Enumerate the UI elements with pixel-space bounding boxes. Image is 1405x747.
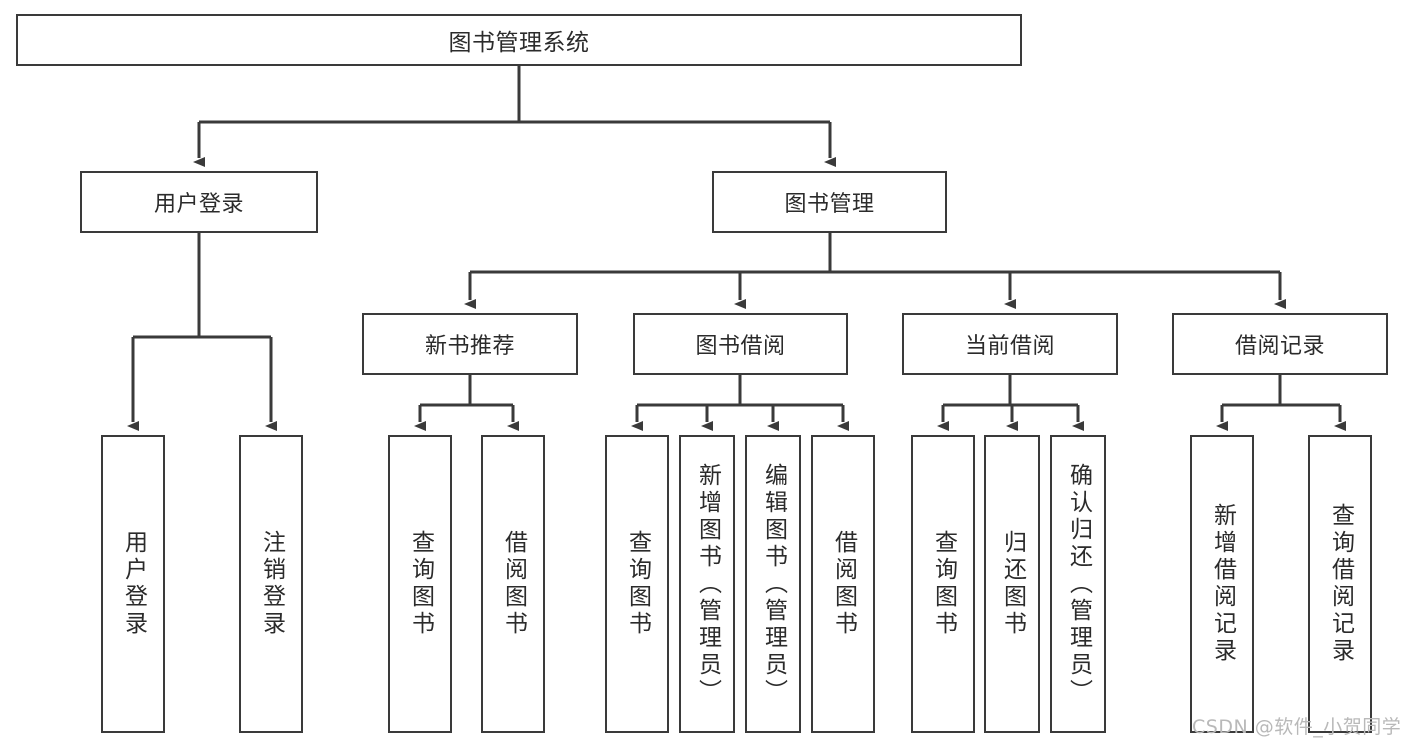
node-book-borrow[interactable]: 图书借阅 bbox=[633, 313, 848, 375]
node-root-label: 图书管理系统 bbox=[448, 30, 590, 56]
node-book-borrow-label: 图书借阅 bbox=[695, 334, 786, 359]
node-leaf-add-record[interactable]: 新增借阅记录 bbox=[1190, 435, 1254, 733]
node-user-login[interactable]: 用户登录 bbox=[80, 171, 318, 233]
node-leaf-add-record-label: 新增借阅记录 bbox=[1209, 503, 1236, 665]
node-leaf-query-book-borrow[interactable]: 查询图书 bbox=[605, 435, 669, 733]
node-leaf-query-book-cur[interactable]: 查询图书 bbox=[911, 435, 975, 733]
node-current-borrow[interactable]: 当前借阅 bbox=[902, 313, 1118, 375]
node-leaf-borrow-book-label: 借阅图书 bbox=[830, 530, 857, 638]
node-leaf-user-login-label: 用户登录 bbox=[120, 530, 147, 638]
node-leaf-borrow-book-rec[interactable]: 借阅图书 bbox=[481, 435, 545, 733]
csdn-watermark: CSDN @软件_小贺同学 bbox=[1192, 716, 1402, 738]
node-leaf-user-logout-label: 注销登录 bbox=[258, 530, 285, 638]
node-borrow-record-label: 借阅记录 bbox=[1234, 334, 1325, 359]
node-current-borrow-label: 当前借阅 bbox=[964, 334, 1055, 359]
node-root[interactable]: 图书管理系统 bbox=[16, 14, 1022, 66]
node-leaf-edit-book-label: 编辑图书（管理员） bbox=[760, 462, 787, 706]
node-leaf-return-book[interactable]: 归还图书 bbox=[984, 435, 1040, 733]
node-leaf-confirm-return[interactable]: 确认归还（管理员） bbox=[1050, 435, 1106, 733]
node-new-book-rec-label: 新书推荐 bbox=[424, 334, 515, 359]
node-leaf-return-book-label: 归还图书 bbox=[999, 530, 1026, 638]
node-leaf-query-book-borrow-label: 查询图书 bbox=[624, 530, 651, 638]
node-leaf-edit-book[interactable]: 编辑图书（管理员） bbox=[745, 435, 801, 733]
node-leaf-query-book-rec[interactable]: 查询图书 bbox=[388, 435, 452, 733]
node-leaf-query-record-label: 查询借阅记录 bbox=[1327, 503, 1354, 665]
node-leaf-query-book-rec-label: 查询图书 bbox=[407, 530, 434, 638]
node-leaf-user-login[interactable]: 用户登录 bbox=[101, 435, 165, 733]
node-new-book-rec[interactable]: 新书推荐 bbox=[362, 313, 578, 375]
node-leaf-confirm-return-label: 确认归还（管理员） bbox=[1065, 462, 1092, 706]
node-leaf-borrow-book-rec-label: 借阅图书 bbox=[500, 530, 527, 638]
node-leaf-query-book-cur-label: 查询图书 bbox=[930, 530, 957, 638]
node-leaf-add-book[interactable]: 新增图书（管理员） bbox=[679, 435, 735, 733]
node-leaf-query-record[interactable]: 查询借阅记录 bbox=[1308, 435, 1372, 733]
node-leaf-user-logout[interactable]: 注销登录 bbox=[239, 435, 303, 733]
node-leaf-borrow-book[interactable]: 借阅图书 bbox=[811, 435, 875, 733]
node-book-manage-label: 图书管理 bbox=[784, 192, 875, 217]
node-book-manage[interactable]: 图书管理 bbox=[712, 171, 947, 233]
node-user-login-label: 用户登录 bbox=[153, 192, 244, 217]
node-leaf-add-book-label: 新增图书（管理员） bbox=[694, 462, 721, 706]
node-borrow-record[interactable]: 借阅记录 bbox=[1172, 313, 1388, 375]
